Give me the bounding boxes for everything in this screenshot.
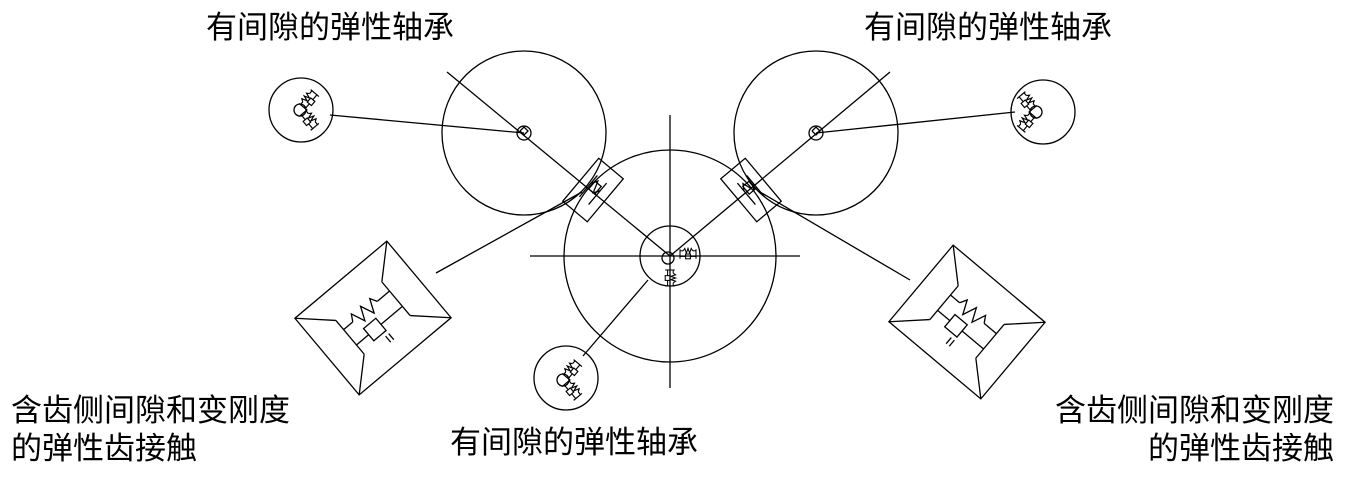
mesh-detail-left — [294, 240, 452, 396]
label-mesh-left-line2: 的弹性齿接触 — [11, 431, 197, 467]
hub-left — [516, 125, 532, 141]
gear-left — [441, 50, 607, 216]
mesh-detail-right — [888, 244, 1046, 400]
mesh-contact-left — [562, 157, 624, 223]
label-mesh-right-line1: 含齿侧间隙和变刚度 — [1055, 393, 1334, 429]
bearing-detail-top-right — [1010, 79, 1076, 145]
gear-right — [733, 50, 899, 216]
label-bearing-top-right: 有间隙的弹性轴承 — [864, 10, 1112, 46]
label-bearing-bottom: 有间隙的弹性轴承 — [450, 425, 698, 461]
hub-right — [808, 125, 824, 141]
bearing-detail-top-left — [268, 77, 334, 143]
label-mesh-right-line2: 的弹性齿接触 — [1148, 431, 1334, 467]
label-bearing-top-left: 有间隙的弹性轴承 — [206, 10, 454, 46]
bearing-detail-bottom — [533, 345, 599, 411]
label-mesh-left-line1: 含齿侧间隙和变刚度 — [11, 393, 290, 429]
